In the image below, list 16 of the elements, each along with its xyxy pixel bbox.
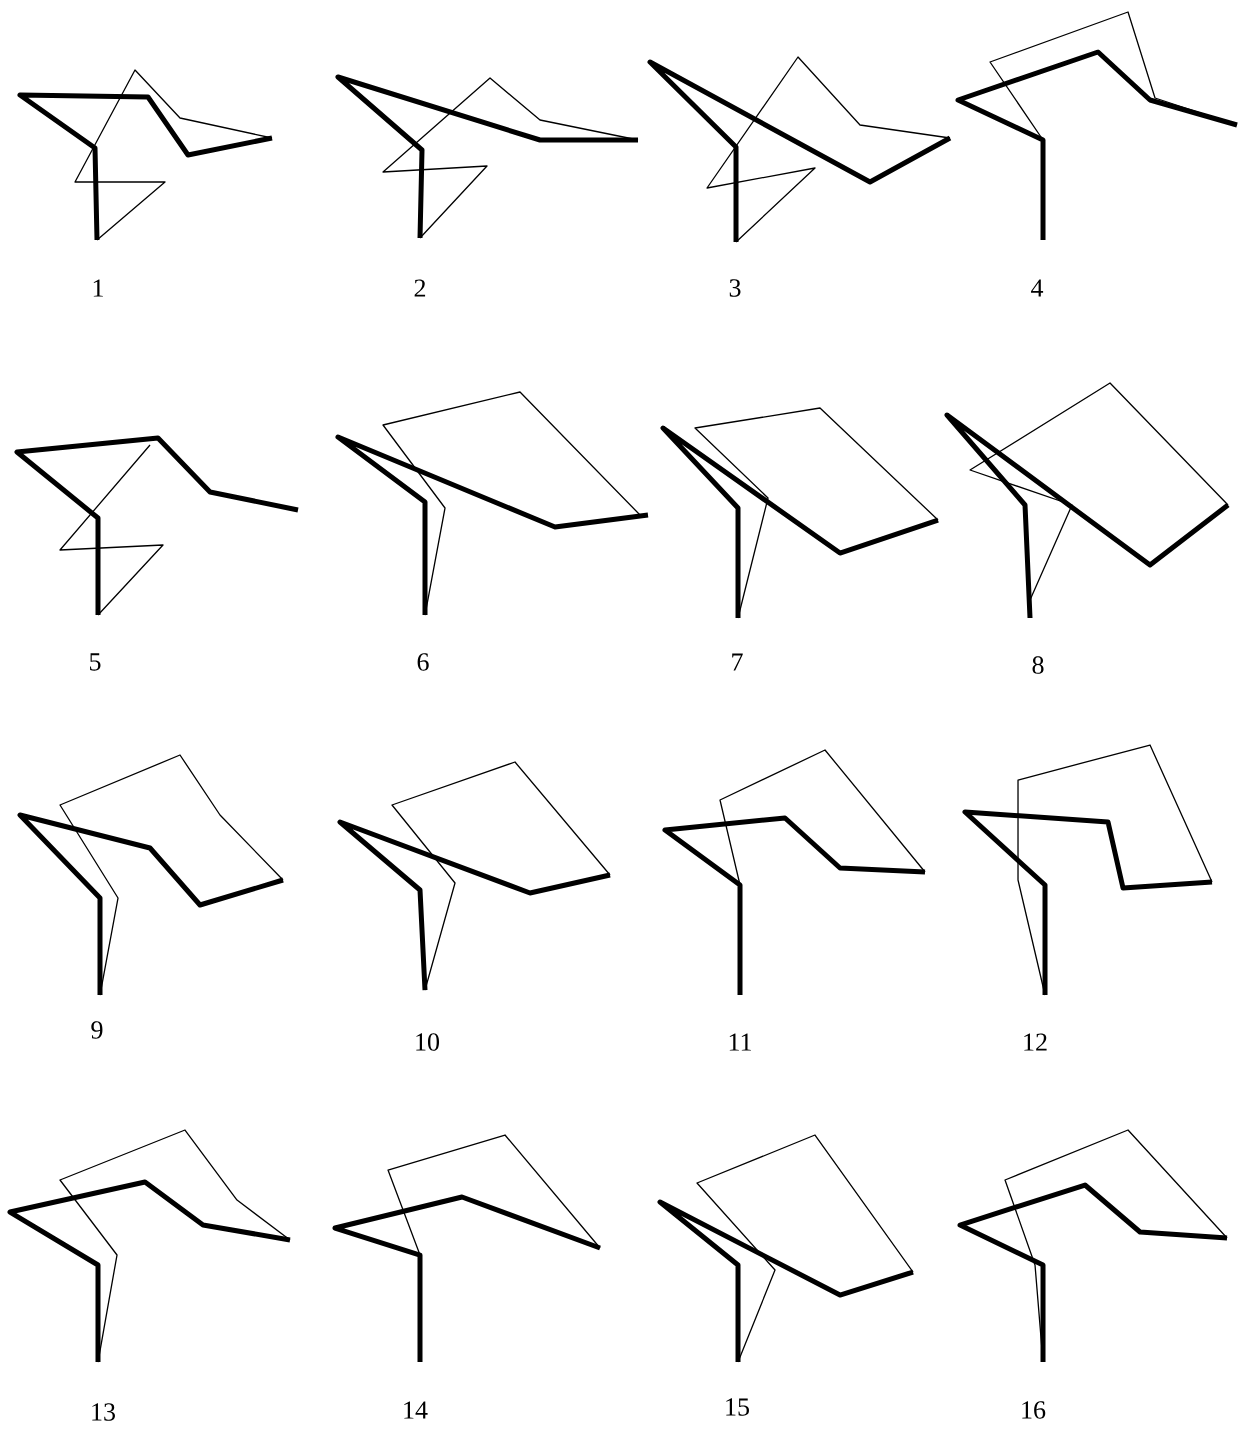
figure-number: 10: [416, 1033, 439, 1051]
figure-number: 6: [417, 653, 429, 671]
figure-number: 13: [92, 1403, 115, 1421]
figure-number: 1: [93, 279, 103, 297]
figure-number: 11: [729, 1033, 751, 1051]
figure-number: 5: [90, 653, 101, 671]
figure-number: 9: [91, 1021, 103, 1039]
figure-number: 12: [1024, 1033, 1047, 1051]
figure-number: 14: [404, 1401, 428, 1419]
figure-number: 7: [732, 653, 743, 671]
figure-number: 2: [414, 279, 426, 297]
figure-number: 16: [1022, 1401, 1046, 1419]
figure-number: 15: [726, 1398, 749, 1416]
figure-number: 4: [1031, 279, 1044, 297]
figure-number: 8: [1032, 656, 1044, 674]
figure-number: 3: [729, 279, 741, 297]
